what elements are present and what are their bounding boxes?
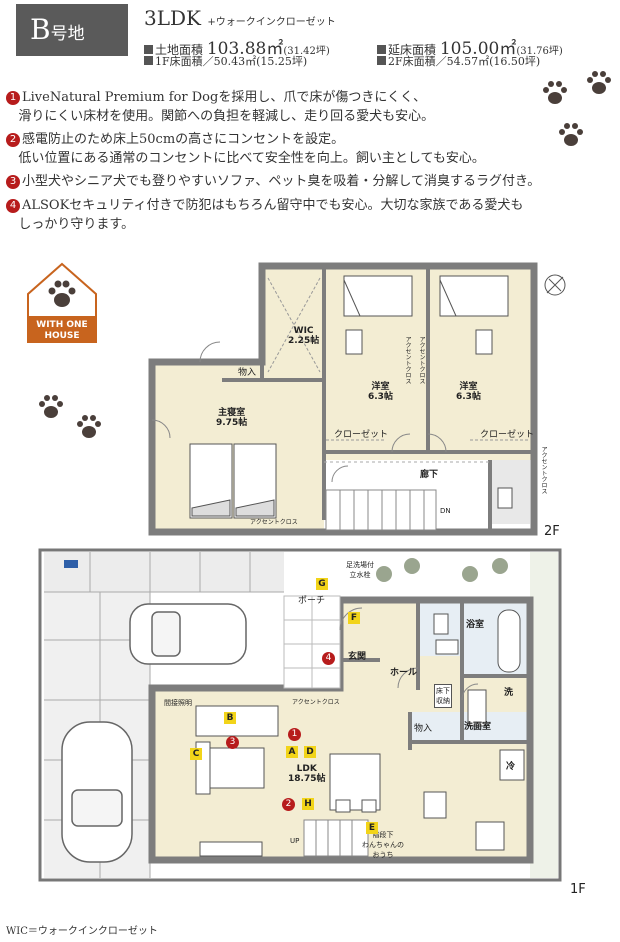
paw-print-icon [39, 395, 63, 418]
with-one-house-logo: WITH ONE HOUSE [27, 262, 97, 343]
land-area: 土地面積 103.88㎡(31.42坪) [144, 34, 330, 59]
floor-area: 延床面積 105.00㎡(31.76坪) [377, 34, 563, 59]
room-hallway-2f: 廊下 [420, 470, 439, 480]
accent-cloth-2: アクセントクロス [404, 336, 411, 384]
fridge-label: 冷 [506, 762, 516, 772]
accent-cloth-4: アクセントクロス [540, 446, 547, 494]
logo-text-2: HOUSE [44, 331, 79, 341]
room-entrance: 玄関 [348, 652, 367, 662]
room-storage-1f: 物入 [414, 724, 433, 734]
accent-cloth-1: アクセントクロス [250, 519, 298, 526]
indirect-lighting-label: 間接照明 [164, 699, 192, 707]
f2-area: 2F床面積／54.57㎡(16.50坪) [377, 53, 540, 69]
footnote: WIC＝ウォークインクローゼット [6, 926, 158, 937]
room-storage-2f: 物入 [238, 368, 257, 378]
feature-marker-4: 4 [322, 652, 335, 665]
point-badge-b: B [224, 712, 236, 724]
washer-label: 洗 [504, 688, 514, 698]
logo-text-1: WITH ONE [36, 320, 87, 330]
dog-house-label: 階段下わんちゃんのおうち [362, 831, 404, 859]
paw-print-icon [543, 81, 567, 104]
paw-print-icon [77, 415, 101, 438]
floor-2-label: 2F [544, 524, 560, 539]
point-badge-g: G [316, 578, 328, 590]
point-badge-d: D [304, 746, 316, 758]
room-porch: ポーチ [298, 596, 326, 606]
floor-2-plan [148, 262, 566, 536]
point-badge-a: A [286, 746, 298, 758]
room-bath: 浴室 [466, 620, 485, 630]
point-badge-f: F [348, 612, 360, 624]
room-hall-1f: ホール [390, 668, 418, 678]
plan-tag: B号地 [16, 4, 128, 56]
feature-marker-2: 2 [282, 798, 295, 811]
stairs-down: DN [440, 507, 451, 515]
point-badge-h: H [302, 798, 314, 810]
paw-print-icon [559, 123, 583, 146]
f1-area: 1F床面積／50.43㎡(15.25坪) [144, 53, 307, 69]
feature-marker-3: 3 [226, 736, 239, 749]
feature-marker-1: 1 [288, 728, 301, 741]
underfloor-storage: 床下収納 [434, 684, 452, 708]
stairs-up: UP [290, 837, 300, 845]
point-badge-c: C [190, 748, 202, 760]
closet-1: クローゼット [334, 430, 389, 440]
accent-cloth-1f: アクセントクロス [292, 699, 340, 706]
foot-wash-label: 足洗場付立水栓 [346, 561, 374, 579]
point-badge-e: E [366, 822, 378, 834]
floor-1-label: 1F [570, 882, 586, 897]
accent-cloth-3: アクセントクロス [418, 336, 425, 384]
closet-2: クローゼット [480, 430, 535, 440]
paw-print-icon [587, 71, 611, 94]
room-washroom: 洗面室 [464, 722, 492, 732]
floor-1-plan [38, 548, 562, 882]
layout-title: 3LDK +ウォークインクローゼット [144, 6, 336, 30]
